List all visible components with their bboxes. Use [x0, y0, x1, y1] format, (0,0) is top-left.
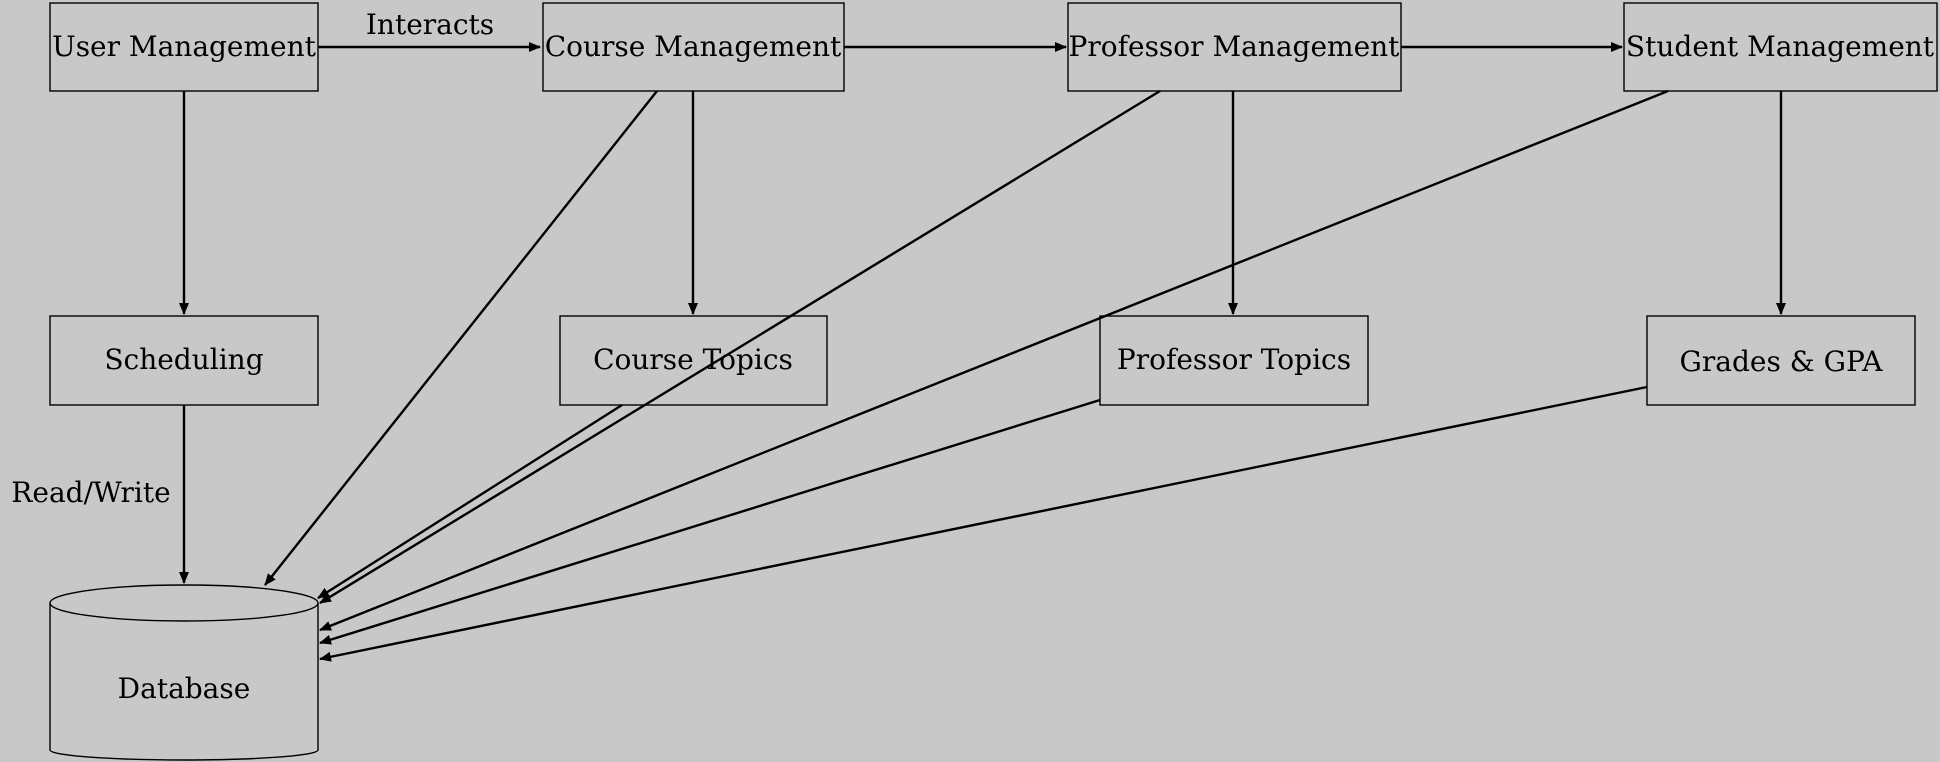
node-label: Grades & GPA [1680, 345, 1884, 378]
edge-professor-topics-to-database [319, 398, 1101, 645]
node-grades-gpa: Grades & GPA [1646, 315, 1916, 406]
node-user-management: User Management [49, 2, 319, 92]
node-label: Course Topics [593, 343, 793, 376]
node-professor-management: Professor Management [1067, 2, 1402, 92]
database-cylinder-top [49, 584, 319, 622]
node-label: Scheduling [104, 343, 263, 376]
edge-label-read-write: Read/Write [11, 476, 170, 509]
node-label: Course Management [545, 30, 842, 63]
edge-student-to-database [319, 89, 1669, 632]
node-label: Professor Topics [1117, 343, 1351, 376]
database-cylinder-body [49, 603, 319, 761]
edge-professor-to-database [319, 89, 1161, 605]
edge-grades-to-database [319, 385, 1648, 662]
node-professor-topics: Professor Topics [1099, 315, 1369, 406]
node-course-management: Course Management [542, 2, 845, 92]
edge-course-topics-to-database [317, 403, 623, 600]
node-label: Database [118, 672, 251, 705]
node-course-topics: Course Topics [559, 315, 828, 406]
node-label: Student Management [1626, 30, 1935, 63]
node-label: User Management [52, 30, 317, 63]
node-label: Professor Management [1069, 30, 1401, 63]
node-student-management: Student Management [1623, 2, 1938, 92]
edge-label-interacts: Interacts [366, 8, 494, 41]
node-database: Database [49, 584, 319, 761]
edge-course-to-database [264, 90, 658, 586]
node-scheduling: Scheduling [49, 315, 319, 406]
